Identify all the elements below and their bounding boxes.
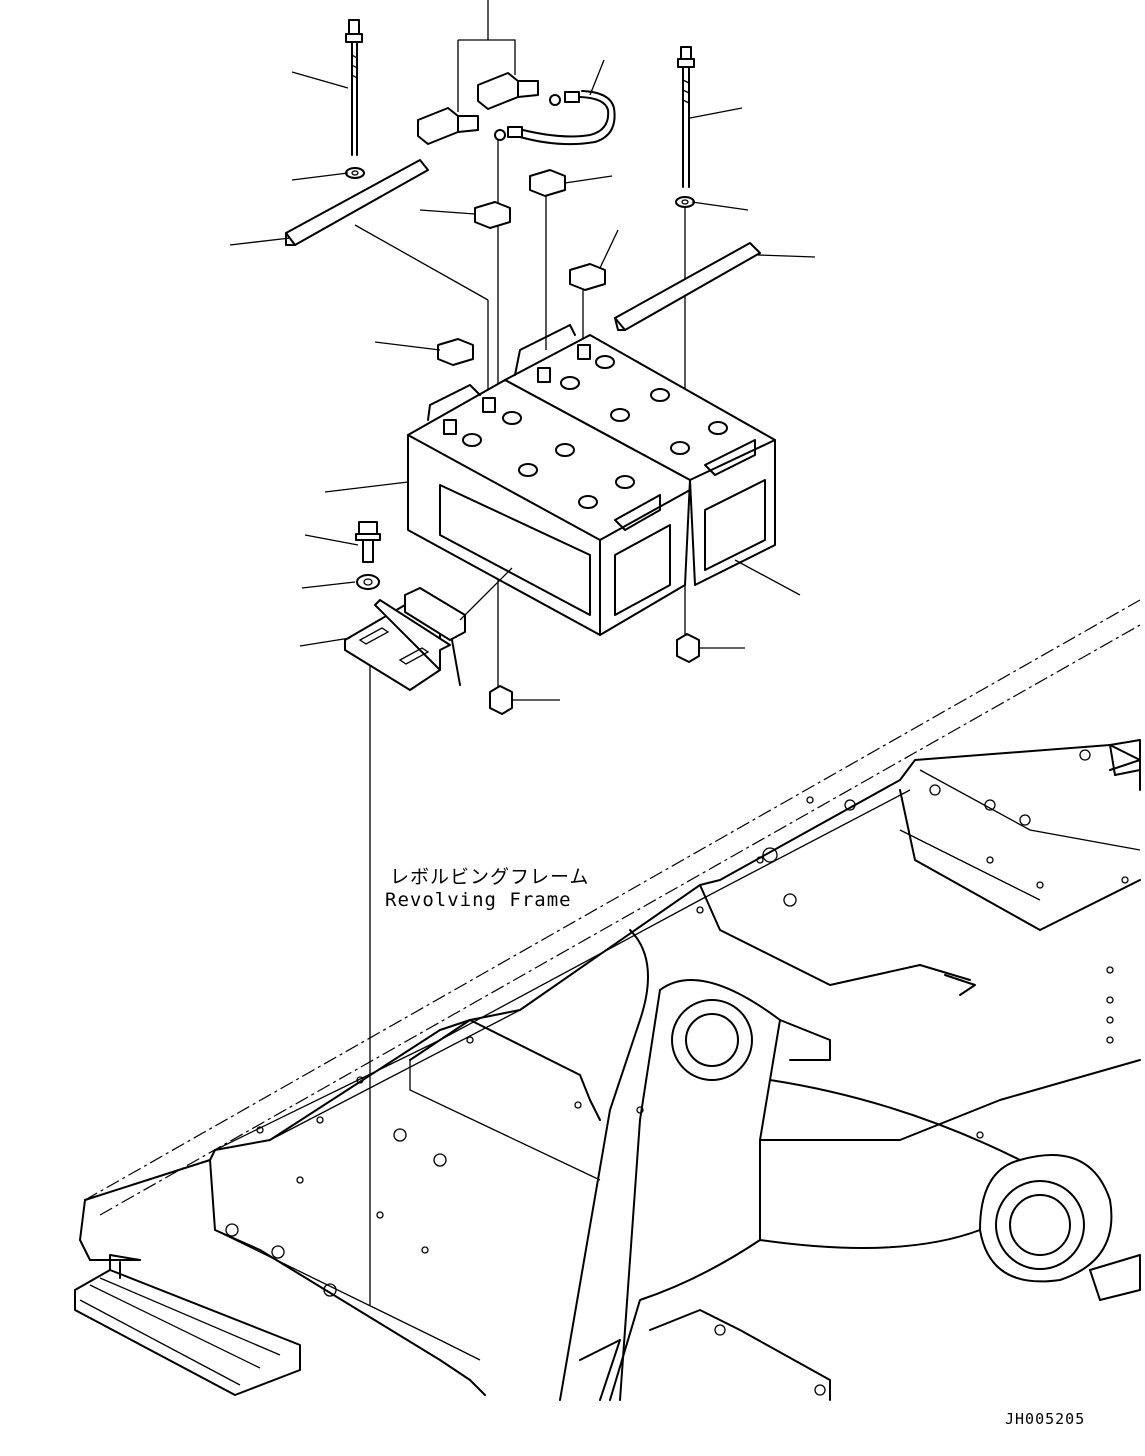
terminal-cover-icon	[417, 72, 539, 145]
battery-bracket-icon	[344, 587, 466, 691]
revolving-frame-icon	[74, 599, 1141, 1401]
battery-clamp-icon	[437, 169, 606, 366]
battery-hold-bolt-right-icon	[677, 46, 695, 188]
battery-hold-bolt-left-icon	[345, 19, 363, 156]
nut-icon	[489, 633, 700, 715]
leader-lines	[229, 0, 816, 701]
jumper-cable-icon	[494, 90, 616, 146]
battery-icon	[407, 324, 776, 636]
step-icon	[74, 1254, 301, 1396]
revolving-frame-label-en: Revolving Frame	[385, 889, 572, 911]
drawing-code: JH005205	[1005, 1410, 1086, 1428]
flange-bolt-icon	[355, 521, 381, 563]
battery-hold-bar-icon	[285, 159, 761, 331]
revolving-frame-label-jp: レボルビングフレーム	[390, 866, 590, 888]
